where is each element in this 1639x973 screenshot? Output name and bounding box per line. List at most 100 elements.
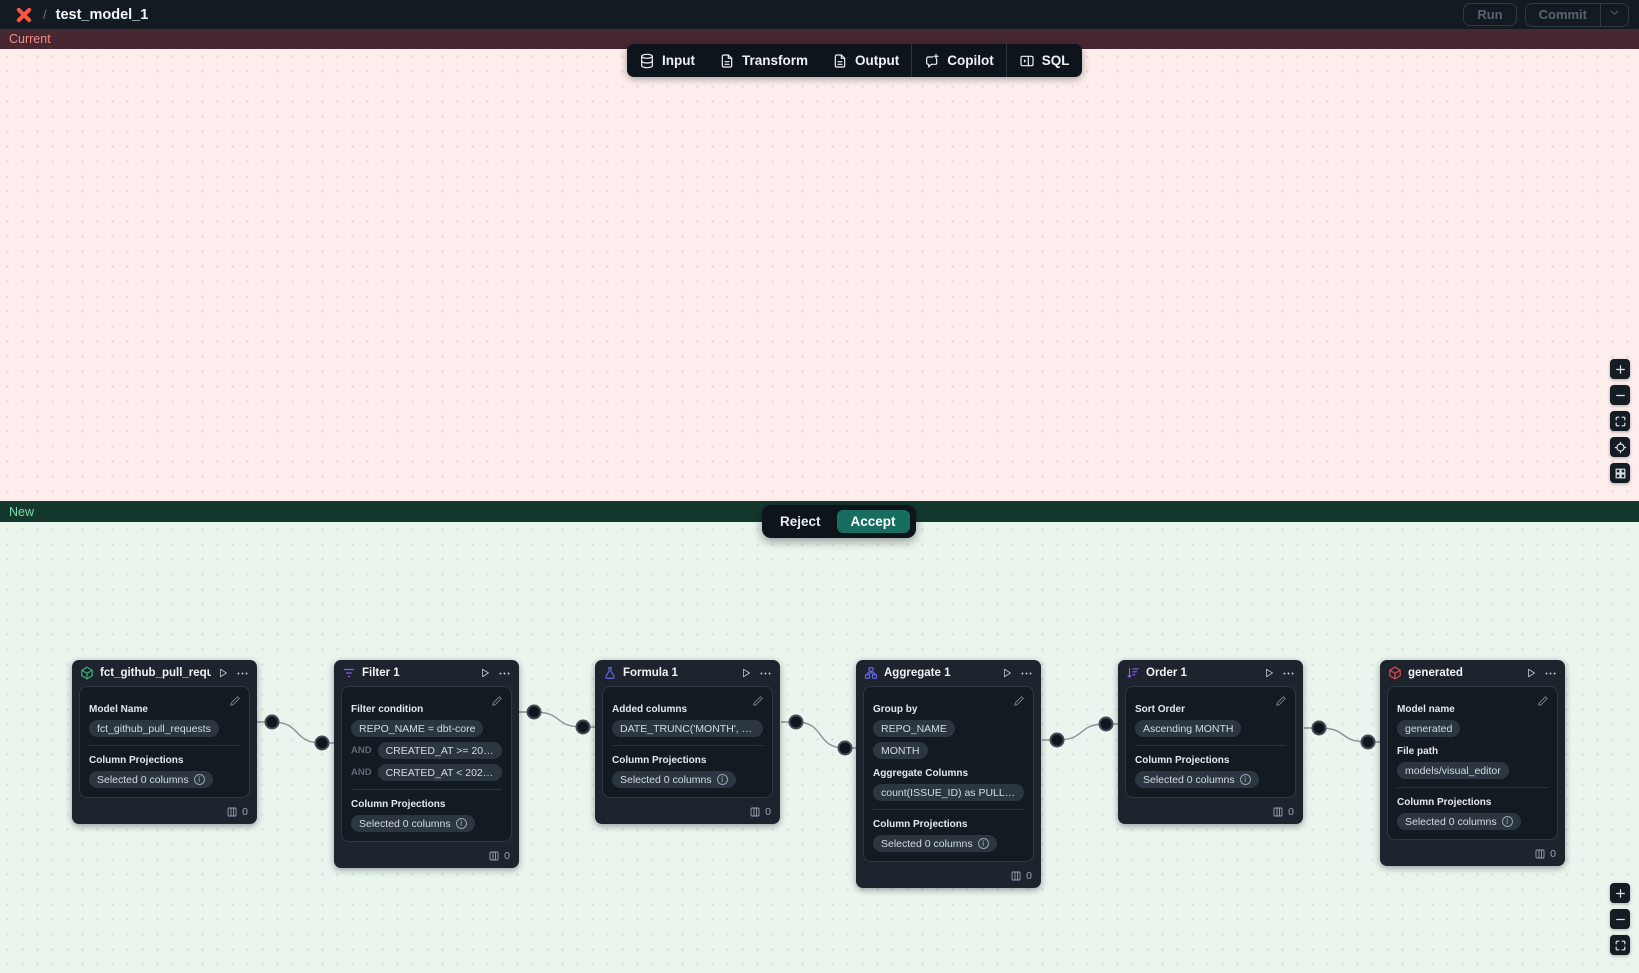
edge-source-handle[interactable]	[1049, 732, 1065, 748]
dbt-logo-icon[interactable]	[14, 5, 34, 25]
info-icon[interactable]: i	[716, 774, 728, 785]
run-node-icon[interactable]	[1001, 667, 1013, 679]
value-pill[interactable]: count(ISSUE_ID) as PULL_REQUEST_…	[873, 784, 1024, 801]
run-button[interactable]: Run	[1463, 3, 1517, 26]
node-menu-icon[interactable]	[759, 667, 772, 680]
control-recenter-button[interactable]	[1610, 437, 1630, 457]
section-label: Model Name	[89, 704, 148, 715]
control-fit-view-button[interactable]	[1610, 935, 1630, 955]
info-icon[interactable]: i	[193, 774, 205, 785]
value-pill[interactable]: CREATED_AT >= 2024-12-01	[377, 742, 502, 759]
node-header[interactable]: Filter 1	[334, 660, 519, 685]
control-minus-button[interactable]	[1610, 909, 1630, 929]
info-icon[interactable]: i	[977, 838, 989, 849]
edit-pencil-icon[interactable]	[1013, 695, 1025, 707]
toolbar-item-input[interactable]: Input	[627, 44, 707, 77]
info-icon[interactable]: i	[1501, 816, 1513, 827]
pill-row: REPO_NAME	[873, 720, 1024, 737]
play-icon	[743, 668, 750, 678]
control-plus-button[interactable]	[1610, 359, 1630, 379]
play-icon	[220, 668, 227, 678]
column-count: 0	[242, 806, 248, 818]
toolbar-item-sql[interactable]: SQL	[1007, 44, 1082, 77]
node-header[interactable]: generated	[1380, 660, 1565, 685]
canvas-node-fct_github_pull_requests[interactable]: fct_github_pull_requestsModel Namefct_gi…	[72, 660, 257, 824]
node-title: Order 1	[1146, 667, 1187, 679]
info-icon[interactable]: i	[455, 818, 467, 829]
value-pill[interactable]: DATE_TRUNC('MONTH', CREATED_AT…	[612, 720, 763, 737]
toolbar-item-transform[interactable]: Transform	[707, 44, 820, 77]
columns-icon	[1273, 807, 1283, 817]
edit-pencil-icon[interactable]	[491, 695, 503, 707]
run-node-icon[interactable]	[1263, 667, 1275, 679]
commit-dropdown-toggle[interactable]	[1600, 3, 1628, 26]
value-pill[interactable]: models/visual_editor	[1397, 762, 1509, 779]
edge-source-handle[interactable]	[1311, 720, 1327, 736]
section-label: Added columns	[612, 704, 688, 715]
edge-target-handle[interactable]	[837, 740, 853, 756]
control-grid-button[interactable]	[1610, 463, 1630, 483]
edge-target-handle[interactable]	[575, 719, 591, 735]
commit-button[interactable]: Commit	[1526, 4, 1600, 26]
topbar-actions: Run Commit	[1463, 2, 1629, 27]
accept-button[interactable]: Accept	[836, 510, 910, 533]
run-node-icon[interactable]	[740, 667, 752, 679]
edge-source-handle[interactable]	[788, 714, 804, 730]
value-pill[interactable]: REPO_NAME = dbt-core	[351, 720, 484, 737]
run-node-icon[interactable]	[217, 667, 229, 679]
value-pill[interactable]: fct_github_pull_requests	[89, 720, 219, 737]
value-pill[interactable]: Ascending MONTH	[1135, 720, 1242, 737]
value-pill[interactable]: CREATED_AT < 2025-03-01	[377, 764, 502, 781]
edit-pencil-icon[interactable]	[1537, 695, 1549, 707]
run-node-icon[interactable]	[1525, 667, 1537, 679]
node-footer: 0	[334, 848, 519, 868]
edit-pencil-icon[interactable]	[229, 695, 241, 707]
control-fit-view-button[interactable]	[1610, 411, 1630, 431]
toolbar-item-copilot[interactable]: Copilot	[912, 44, 1006, 77]
edge-target-handle[interactable]	[314, 735, 330, 751]
node-menu-icon[interactable]	[1544, 667, 1557, 680]
value-pill[interactable]: MONTH	[873, 742, 928, 759]
node-menu-icon[interactable]	[498, 667, 511, 680]
edit-pencil-icon[interactable]	[1275, 695, 1287, 707]
control-minus-button[interactable]	[1610, 385, 1630, 405]
edge-source-handle[interactable]	[264, 714, 280, 730]
run-node-icon[interactable]	[479, 667, 491, 679]
node-header[interactable]: fct_github_pull_requests	[72, 660, 257, 685]
node-header[interactable]: Formula 1	[595, 660, 780, 685]
current-canvas[interactable]	[0, 49, 1639, 501]
edge-source-handle[interactable]	[526, 704, 542, 720]
sitemap-icon	[864, 667, 878, 679]
edge-target-handle[interactable]	[1098, 716, 1114, 732]
edit-pencil-icon[interactable]	[752, 695, 764, 707]
edge-target-handle[interactable]	[1360, 734, 1376, 750]
value-pill[interactable]: generated	[1397, 720, 1461, 737]
info-icon[interactable]: i	[1239, 774, 1251, 785]
toolbar-item-output[interactable]: Output	[820, 44, 911, 77]
node-menu-icon[interactable]	[1020, 667, 1033, 680]
node-header[interactable]: Order 1	[1118, 660, 1303, 685]
new-canvas[interactable]: fct_github_pull_requestsModel Namefct_gi…	[0, 522, 1639, 973]
filter-icon	[343, 668, 355, 678]
reject-button[interactable]: Reject	[768, 510, 833, 533]
value-pill[interactable]: REPO_NAME	[873, 720, 955, 737]
node-menu-icon[interactable]	[1282, 667, 1295, 680]
control-plus-button[interactable]	[1610, 883, 1630, 903]
node-menu-icon[interactable]	[236, 667, 249, 680]
node-header[interactable]: Aggregate 1	[856, 660, 1041, 685]
